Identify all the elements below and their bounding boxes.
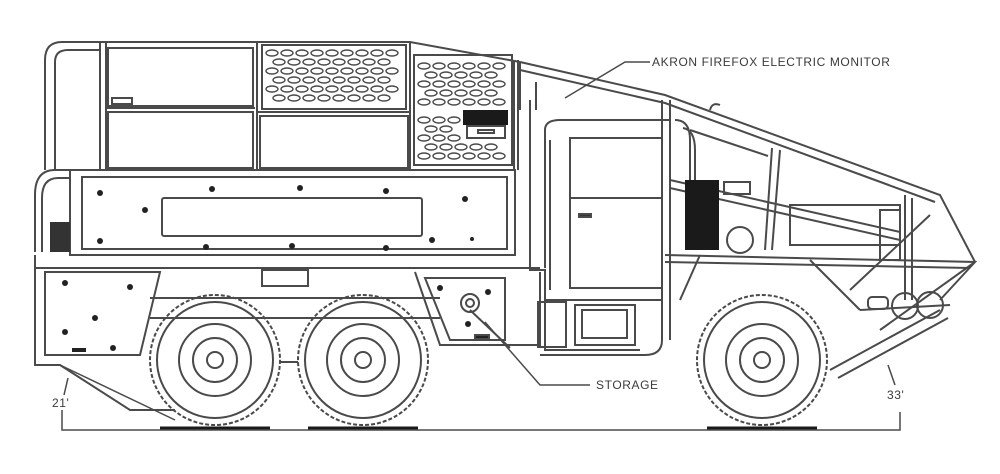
engine-bay	[685, 180, 944, 320]
angle-dimensions	[59, 364, 901, 431]
fasteners	[97, 185, 474, 251]
storage-callout-label: STORAGE	[596, 378, 659, 392]
monitor-leader-line	[564, 61, 650, 99]
roll-cage	[519, 61, 978, 379]
storage-leader-line	[484, 321, 590, 386]
cab	[529, 100, 671, 356]
wheel-middle	[280, 294, 429, 430]
wheel-rear	[149, 294, 281, 430]
chassis	[34, 255, 541, 411]
departure-angle-label: 21'	[52, 396, 70, 410]
approach-angle-label: 33'	[887, 388, 905, 402]
side-compartment-panel	[34, 169, 516, 256]
vent-pattern	[265, 49, 506, 160]
rear-body	[44, 41, 521, 170]
monitor-callout-label: AKRON FIREFOX ELECTRIC MONITOR	[652, 55, 891, 69]
wheel-front	[696, 294, 828, 430]
control-box	[463, 110, 508, 125]
